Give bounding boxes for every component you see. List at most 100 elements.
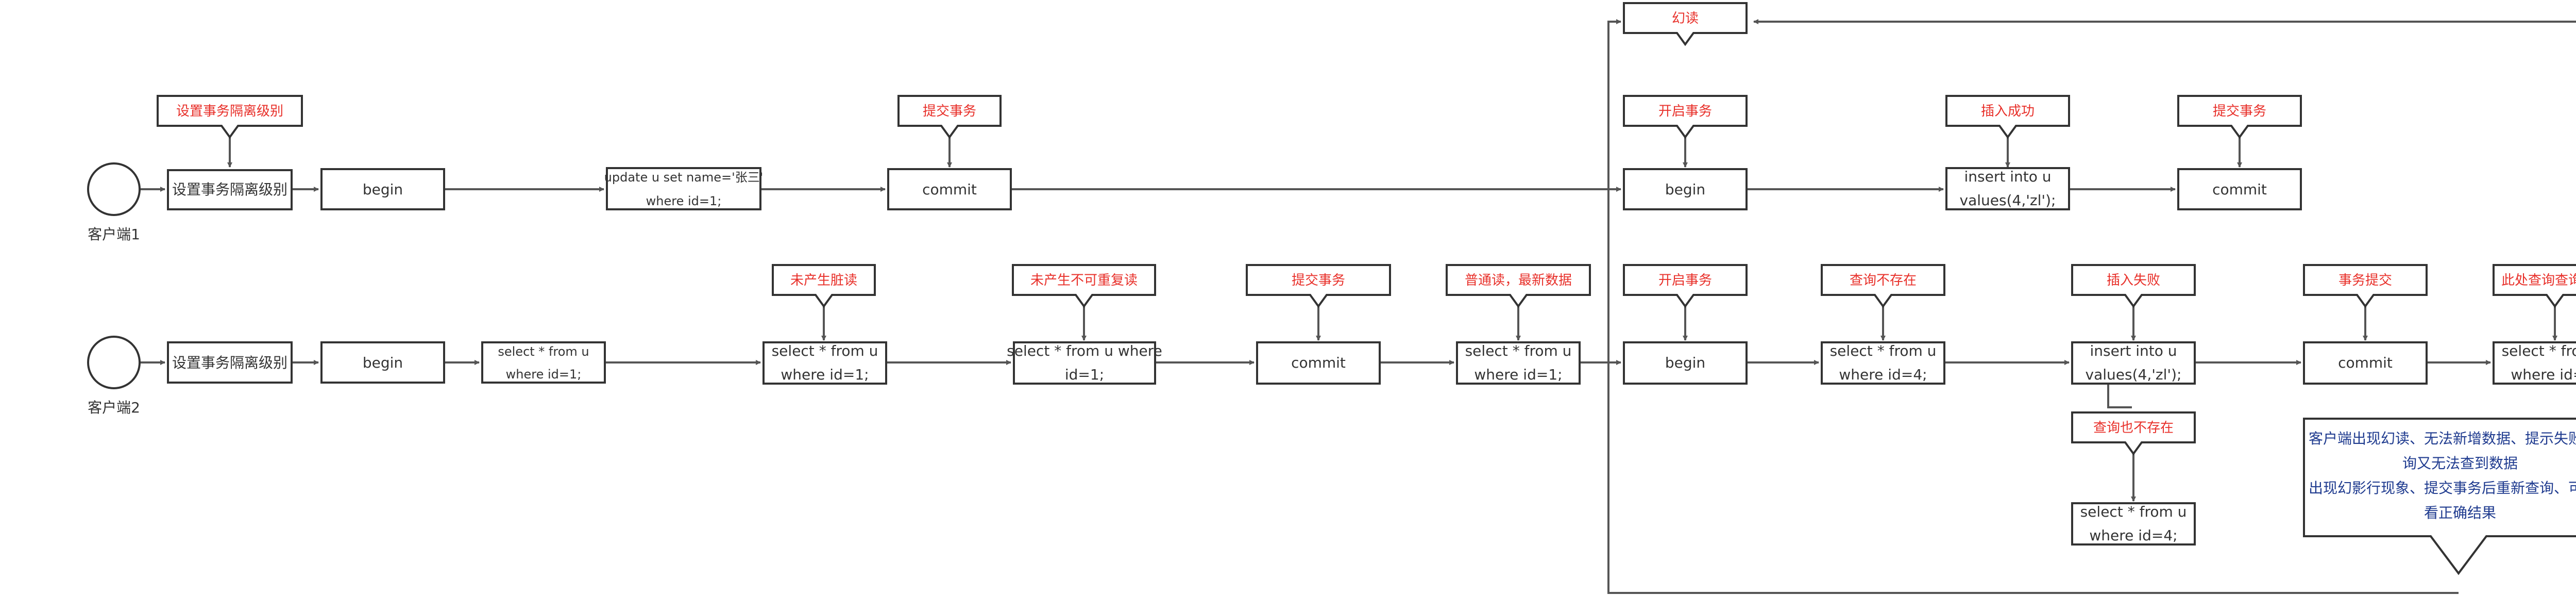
r2-select3-line1: select * from u where [1007, 342, 1162, 359]
r2-select4-line1: select * from u [1465, 342, 1572, 359]
callout-commit-tx-3: 提交事务 [1246, 264, 1391, 308]
r2-select7-box: select * from u where id=4; [2493, 341, 2576, 385]
r2-select6-line1: select * from u [2080, 503, 2187, 520]
r1-update-line2: where id=1; [646, 194, 722, 208]
callout-text: 未产生脏读 [790, 273, 857, 288]
r1r-insert-line2: values(4,'zl'); [1960, 192, 2056, 209]
callout-no-nonrepeat: 未产生不可重复读 [1012, 264, 1156, 308]
r2-insert-line1: insert into u [2090, 342, 2177, 359]
r1r-insert-box: insert into u values(4,'zl'); [1945, 167, 2070, 210]
callout-text: 查询不存在 [1850, 273, 1917, 288]
callout-text: 提交事务 [923, 104, 976, 119]
r1-setiso-box: 设置事务隔离级别 [167, 169, 293, 210]
callout-text: 设置事务隔离级别 [176, 104, 283, 119]
callouts: 设置事务隔离级别提交事务幻读开启事务插入成功提交事务未产生脏读未产生不可重复读提… [157, 2, 2576, 502]
r2-commit-text: commit [1291, 354, 1346, 371]
callout-insert-fail: 插入失败 [2071, 264, 2196, 308]
callout-bubble [2177, 95, 2302, 139]
summary-note: 客户端出现幻读、无法新增数据、提示失败、查 询又无法查到数据 出现幻影行现象、提… [2303, 418, 2576, 575]
r2-select5-box: select * from u where id=4; [1821, 341, 1945, 385]
client-2-label: 客户端2 [88, 399, 140, 416]
r2-select4-line2: where id=1; [1474, 366, 1562, 383]
r2-begin-text: begin [363, 354, 403, 371]
callout-text: 普通读，最新数据 [1465, 273, 1572, 288]
arrow-insert-branch [2107, 384, 2132, 408]
note-line-1: 客户端出现幻读、无法新增数据、提示失败、查 [2309, 430, 2576, 447]
callout-text: 未产生不可重复读 [1030, 273, 1138, 288]
callout-text: 查询也不存在 [2093, 420, 2174, 436]
callout-insert-ok: 插入成功 [1945, 95, 2070, 139]
r2-insert-line2: values(4,'zl'); [2086, 366, 2182, 383]
r2-select2-line2: where id=1; [781, 366, 869, 383]
callout-text: 提交事务 [2213, 104, 2266, 119]
callout-no-dirty: 未产生脏读 [772, 264, 876, 308]
callout-bubble [1012, 264, 1156, 308]
r1r-commit-text: commit [2212, 181, 2267, 198]
callout-latest-data: 普通读，最新数据 [1446, 264, 1591, 308]
callout-open-tx-2: 开启事务 [1623, 264, 1748, 308]
r2-select6-line2: where id=4; [2089, 527, 2177, 544]
r2-begin2-text: begin [1665, 354, 1705, 371]
r2-select3-box: select * from u where id=1; [1007, 341, 1162, 385]
callout-text: 事务提交 [2338, 273, 2392, 288]
client-1: 客户端1 [87, 162, 141, 243]
arrow-loop-to-phantom [1607, 19, 2459, 594]
callout-text: 开启事务 [1658, 273, 1712, 288]
callout-text: 此处查询查询成功 [2501, 273, 2576, 288]
callout-query-none2: 查询也不存在 [2071, 411, 2196, 456]
r2-select6-box: select * from u where id=4; [2071, 502, 2196, 546]
connectors [140, 19, 2576, 594]
r1r-begin-text: begin [1665, 181, 1705, 198]
callout-text: 插入失败 [2107, 273, 2160, 288]
r2-begin2-box: begin [1623, 341, 1748, 385]
r2-select4-box: select * from u where id=1; [1456, 341, 1581, 385]
callout-text: 开启事务 [1658, 104, 1712, 119]
r1r-begin-box: begin [1623, 168, 1748, 210]
callout-bubble [772, 264, 876, 308]
r2-select7-line2: where id=4; [2511, 366, 2576, 383]
callout-bubble [1623, 2, 1748, 46]
callout-query-ok: 此处查询查询成功 [2493, 264, 2576, 308]
r2-select1-box: select * from u where id=1; [481, 341, 606, 384]
callout-phantom: 幻读 [1623, 2, 1748, 46]
r2-select2-box: select * from u where id=1; [762, 341, 887, 385]
callout-bubble [1623, 95, 1748, 139]
r2-setiso-box: 设置事务隔离级别 [167, 341, 293, 384]
r2-select3-line2: id=1; [1065, 366, 1104, 383]
callout-query-none: 查询不存在 [1821, 264, 1945, 308]
r1-update-line1: update u set name='张三' [604, 170, 764, 185]
callout-text: 插入成功 [1981, 104, 2035, 119]
r2-select5-line1: select * from u [1830, 342, 1937, 359]
r2-commit2-box: commit [2303, 341, 2428, 385]
callout-commit-tx-2: 提交事务 [2177, 95, 2302, 139]
r1-setiso-text: 设置事务隔离级别 [172, 181, 287, 198]
callout-bubble [2493, 264, 2576, 308]
note-line-2: 询又无法查到数据 [2402, 455, 2518, 472]
callout-open-tx-1: 开启事务 [1623, 95, 1748, 139]
callout-bubble [1945, 95, 2070, 139]
r2-insert-box: insert into u values(4,'zl'); [2071, 341, 2196, 385]
r2-select1-line1: select * from u [498, 344, 589, 359]
r2-select7-line1: select * from u [2502, 342, 2576, 359]
r2-select1-line2: where id=1; [506, 367, 582, 382]
callout-bubble [2071, 264, 2196, 308]
r1-commit-box: commit [887, 168, 1012, 210]
r1r-insert-line1: insert into u [1964, 168, 2051, 185]
callout-bubble [1623, 264, 1748, 308]
callout-text: 幻读 [1672, 11, 1699, 26]
client-1-icon [87, 162, 141, 216]
r2-select2-line1: select * from u [772, 342, 878, 359]
client-2: 客户端2 [87, 336, 141, 416]
callout-bubble [897, 95, 1002, 139]
callout-bubble [1446, 264, 1591, 308]
client-2-icon [87, 336, 141, 389]
callout-tx-commit: 事务提交 [2303, 264, 2428, 308]
callout-bubble [1821, 264, 1945, 308]
callout-text: 提交事务 [1292, 273, 1345, 288]
r1-commit-text: commit [922, 181, 977, 198]
r1-update-box: update u set name='张三' where id=1; [604, 167, 764, 210]
arrow-note-to-phantom [1753, 19, 2576, 24]
callout-commit-tx-1: 提交事务 [897, 95, 1002, 139]
callout-set-iso: 设置事务隔离级别 [157, 95, 303, 139]
